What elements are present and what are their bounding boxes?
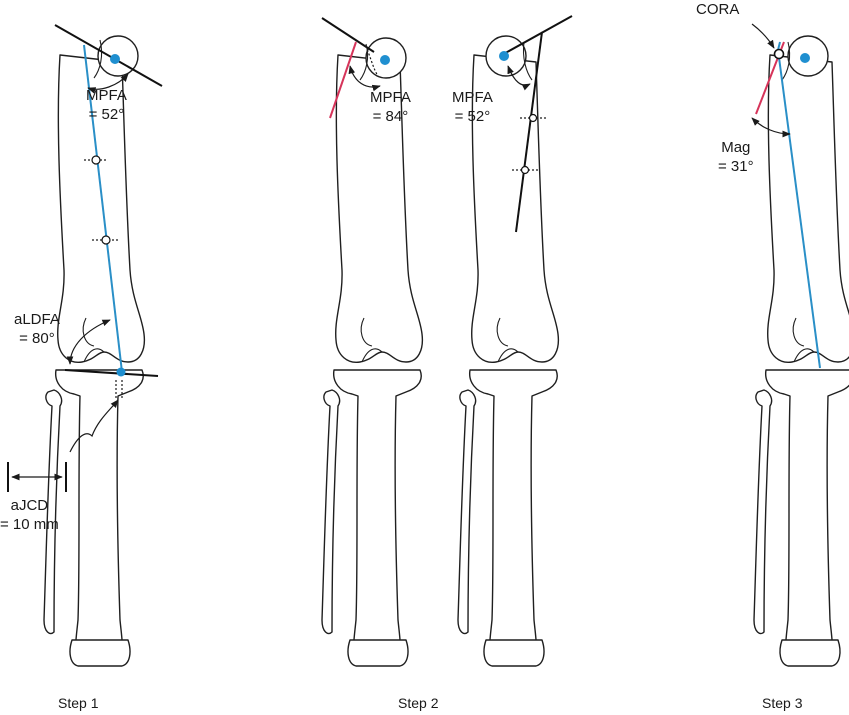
mpfa-arc-step1 [87,73,129,94]
cora-point [773,48,785,60]
femoral-head-center-step1 [110,54,120,64]
mechanical-axis-step1 [83,44,123,373]
aldfa-arc [66,319,111,365]
leg-step2-b [457,15,573,667]
mag-arc [751,117,791,138]
step-2-caption: Step 2 [398,695,439,711]
step-1-caption: Step 1 [58,695,99,711]
ajcd-label: aJCD= 10 mm [0,497,59,533]
leg-step3 [751,23,849,667]
cora-label: CORA [696,1,740,18]
leg-step2-a [321,17,424,667]
mag-label: Mag= 31° [718,139,754,175]
cora-pointer [751,23,775,49]
mechanical-axis-step3 [777,49,821,369]
mpfa-line-step1 [54,24,163,87]
mpfa-label-step2b: MPFA= 52° [452,89,493,125]
mpfa-label-step1: MPFA= 52° [86,87,127,123]
anatomic-axis-step2b [515,31,543,233]
mpfa-line-step2a [321,17,375,53]
aldfa-label: aLDFA= 80° [14,311,60,347]
mpfa-arc-step2b [507,65,531,91]
step-3-caption: Step 3 [762,695,803,711]
leg-step1 [7,24,163,667]
neck-axis-step2a [329,41,357,119]
mpfa-arc-step2a [348,65,381,92]
knee-joint-line-step1 [64,369,159,377]
mpfa-line-step2b [499,15,573,57]
mpfa-label-step2a: MPFA= 84° [370,89,411,125]
